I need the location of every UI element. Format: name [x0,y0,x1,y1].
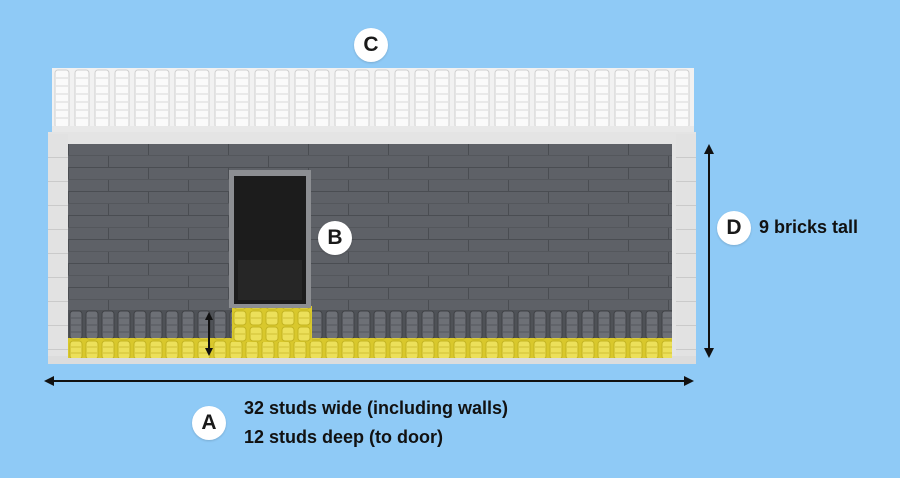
depth-caption: 12 studs deep (to door) [244,427,444,447]
floor-stud-row [68,310,672,342]
height-caption: 9 bricks tall [759,217,859,237]
label-a-badge: A [192,406,226,440]
door-floor-studs [232,306,312,342]
label-d-badge: D [717,211,751,245]
label-b-badge: B [318,221,352,255]
top-stud-row [52,68,694,134]
height-arrow [704,144,714,358]
stud-depth-arrow [205,312,213,356]
label-c-badge: C [354,28,388,62]
door [229,170,311,308]
width-caption: 32 studs wide (including walls) [244,398,509,418]
width-arrow [44,376,694,386]
floor-yellow-studs [68,338,672,358]
